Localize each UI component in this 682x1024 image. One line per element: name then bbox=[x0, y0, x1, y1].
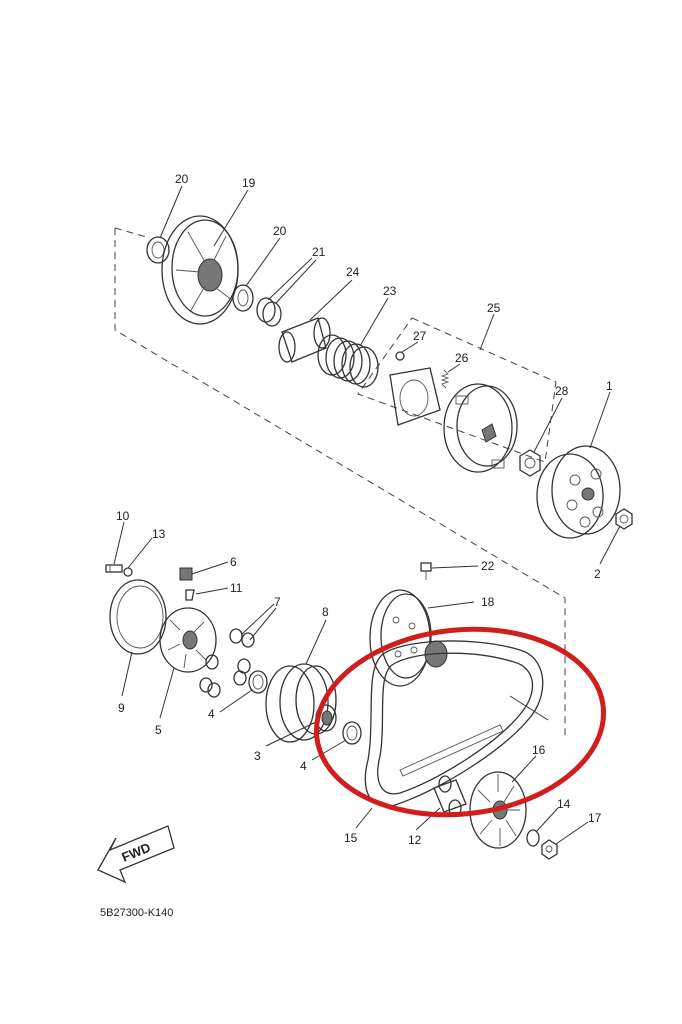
callout-17: 17 bbox=[588, 811, 602, 825]
callout-2: 2 bbox=[594, 567, 601, 581]
part-21-o-rings bbox=[256, 297, 282, 327]
belt-highlight-circle bbox=[313, 626, 607, 818]
callout-21: 21 bbox=[312, 245, 326, 259]
part-6-slider bbox=[179, 567, 193, 581]
callout-4-right: 4 bbox=[300, 759, 307, 773]
callout-16: 16 bbox=[532, 743, 546, 757]
callout-7: 7 bbox=[274, 595, 281, 609]
part-15-v-belt bbox=[364, 640, 544, 807]
part-7-rollers bbox=[199, 628, 255, 698]
part-4-collar-right bbox=[342, 721, 362, 745]
callout-26: 26 bbox=[455, 351, 469, 365]
part-1-clutch-housing bbox=[536, 445, 621, 539]
part-13-washer bbox=[123, 567, 133, 577]
callout-22: 22 bbox=[481, 559, 495, 573]
callout-labels: 20 19 20 21 24 23 25 27 26 28 1 2 10 13 … bbox=[116, 172, 613, 847]
callout-6: 6 bbox=[230, 555, 237, 569]
part-20-collar-lower bbox=[232, 284, 254, 312]
callout-9: 9 bbox=[118, 701, 125, 715]
callout-28: 28 bbox=[555, 384, 569, 398]
part-11-slider bbox=[185, 589, 195, 601]
callout-12: 12 bbox=[408, 833, 422, 847]
drawing-number: 5B27300-K140 bbox=[100, 907, 173, 919]
part-20-collar-upper bbox=[146, 236, 170, 264]
part-8-movable-sheave bbox=[265, 663, 337, 743]
callout-14: 14 bbox=[557, 797, 571, 811]
part-5-cam-plate bbox=[159, 607, 217, 673]
gasket-plate bbox=[389, 367, 441, 426]
callout-1: 1 bbox=[606, 379, 613, 393]
callout-19: 19 bbox=[242, 176, 256, 190]
callout-24: 24 bbox=[346, 265, 360, 279]
callout-20-lower: 20 bbox=[273, 224, 287, 238]
leader-lines bbox=[113, 185, 621, 845]
callout-25: 25 bbox=[487, 301, 501, 315]
part-2-nut bbox=[615, 508, 633, 530]
callout-23: 23 bbox=[383, 284, 397, 298]
callout-13: 13 bbox=[152, 527, 166, 541]
part-14-washer bbox=[526, 829, 540, 847]
part-27-small-part bbox=[395, 351, 405, 361]
part-26-clutch-spring bbox=[440, 369, 450, 389]
part-12-collar bbox=[433, 775, 467, 817]
part-28-nut bbox=[519, 449, 541, 477]
part-4-collar-left bbox=[248, 670, 268, 694]
part-9-cover bbox=[109, 579, 167, 655]
part-10-bolt bbox=[105, 564, 123, 573]
callout-15: 15 bbox=[344, 831, 358, 845]
callout-11: 11 bbox=[230, 581, 243, 595]
part-19-secondary-sheave bbox=[161, 215, 239, 325]
callout-4-left: 4 bbox=[208, 707, 215, 721]
assembly-outline bbox=[114, 227, 566, 736]
callout-27: 27 bbox=[413, 329, 427, 343]
callout-3: 3 bbox=[254, 749, 261, 763]
callout-20-upper: 20 bbox=[175, 172, 189, 186]
callout-5: 5 bbox=[155, 723, 162, 737]
callout-10: 10 bbox=[116, 509, 130, 523]
part-22-bolt bbox=[420, 562, 432, 580]
part-24-guide bbox=[278, 317, 331, 363]
forward-direction-arrow: FWD bbox=[97, 825, 175, 884]
part-17-nut bbox=[541, 839, 558, 860]
callout-18: 18 bbox=[481, 595, 495, 609]
part-23-compression-spring bbox=[317, 334, 379, 388]
callout-8: 8 bbox=[322, 605, 329, 619]
part-25-clutch-carrier bbox=[443, 383, 518, 473]
